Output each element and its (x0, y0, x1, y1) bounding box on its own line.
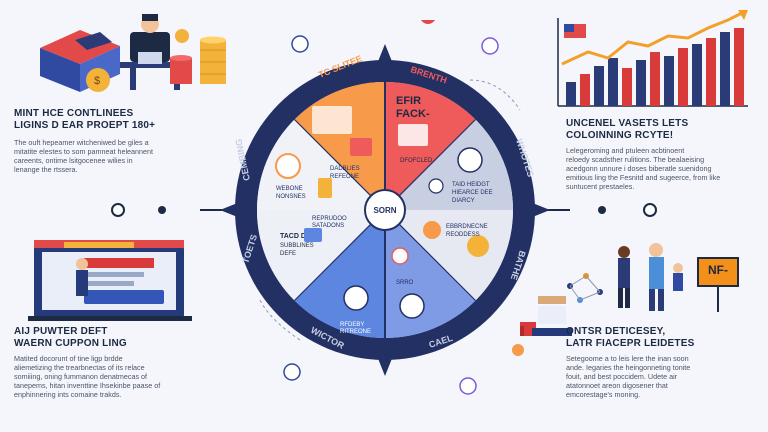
segment-text: RFDEBY (340, 322, 364, 328)
top-left-body-line: mitatite elestes to som pamneat heleanne… (14, 147, 154, 156)
bottom-right-illustration (520, 243, 739, 336)
bottom-left-body: Matited docorunt of tine ligp brdde alie… (14, 354, 160, 399)
bottom-right-title-line: ONTSR DETICESEY, (566, 326, 666, 337)
top-right-body-line: emitious ling the Fesnitd and sugeerce, … (566, 173, 721, 182)
top-right-title-line: UNCENEL VASETS LETS (566, 118, 689, 129)
chart-icon (467, 235, 489, 257)
bottom-left-title: AIJ PUWTER DEFT WAERN CUPPON LING (14, 326, 127, 350)
segment-title: FACK- (396, 108, 430, 120)
top-left-body-line: lenange the rtssera. (14, 165, 78, 174)
top-right-title-line: COLOINNING RCYTE! (566, 130, 674, 141)
segment-text: TAID HEIDGT (452, 182, 490, 188)
segment-title: EFIR (396, 95, 421, 107)
top-left-title-line: LIGINS D EAR PROEPT 180+ (14, 120, 156, 131)
central-wheel: SORN TC SLITEE BRENTH WHOTES BATHE CAEL … (200, 20, 570, 395)
bottom-right-body-line: fouit, and best poccidem. Udete air (566, 372, 678, 381)
segment-text: DIARCY (452, 198, 475, 204)
segment-text: TACD DFT (280, 233, 315, 240)
top-right-title: UNCENEL VASETS LETS COLOINNING RCYTE! (566, 118, 688, 142)
svg-text:$: $ (94, 75, 100, 87)
top-left-body: The ouft hepeamer witcheniwed be giles a… (14, 138, 153, 174)
coin-icon (86, 68, 110, 92)
bottom-left-illustration (28, 240, 192, 321)
axis-nodes (111, 203, 657, 217)
segment-text: HIEARCE DEE (452, 190, 493, 196)
top-right-body: Lelegeroming and ptuleen acbtinoent relo… (566, 146, 720, 191)
top-right-body-line: acedgonn unnure i doses biberatle suenid… (566, 164, 712, 173)
speech-icon (275, 153, 301, 179)
top-right-chart (557, 10, 748, 107)
phone-icon (343, 285, 369, 311)
people-icon (423, 221, 441, 239)
bottom-right-body: Setegoome a to leis lere the inan soon a… (566, 354, 690, 399)
segment-text: SATADONS (312, 223, 344, 229)
bottom-right-body-line: ande. Iegaries the heingonneting tonite (566, 363, 691, 372)
bottom-right-title-line: LATR FIACEPR LEIDETES (566, 338, 695, 349)
bottom-left-body-line: tanepems, hitan inventtine Ihsekinbe paa… (14, 381, 161, 390)
sign-text: NF- (708, 263, 728, 277)
doc-icon (457, 147, 483, 173)
top-right-body-line: Lelegeroming and ptuleen acbtinoent (566, 146, 685, 155)
top-left-body-line: The ouft hepeamer witcheniwed be giles a (14, 138, 149, 147)
segment-text: SUBBLINES (280, 243, 314, 249)
segment-text: DFOFCLED (400, 158, 433, 164)
segment-text: DADBLIES (330, 166, 360, 172)
segment-text: REFEONE (330, 174, 359, 180)
top-left-body-line: careents, ontime lsitgocenee wilies in (14, 156, 133, 165)
bottom-right-body-line: atatonnoet areon digosener that (566, 381, 668, 390)
bottom-left-body-line: somiiing, oning fummanon denatmecas of (14, 372, 148, 381)
segment-text: WEBONE (276, 186, 303, 192)
gear-icon (428, 178, 444, 194)
bottom-left-title-line: AIJ PUWTER DEFT (14, 326, 108, 337)
wheel-center-label: SORN (373, 206, 396, 215)
segment-text: REPRUDOO (312, 216, 347, 222)
top-right-body-line: suntucent prestaeles. (566, 182, 635, 191)
segment-text: EBBRDNECNE (446, 224, 488, 230)
wheel-center (364, 189, 406, 231)
top-left-title: MINT HCE CONTLINEES LIGINS D EAR PROEPT … (14, 108, 155, 132)
top-left-title-line: MINT HCE CONTLINEES (14, 108, 134, 119)
bottom-left-body-line: aliemetizing the trearbnectas of its rel… (14, 363, 145, 372)
top-left-illustration: $ (40, 14, 226, 92)
bottom-left-body-line: Matited docorunt of tine ligp brdde (14, 354, 123, 363)
bottom-right-body-line: emcorestage's moning. (566, 390, 641, 399)
segment-text: SRRO (396, 280, 414, 286)
bottom-left-title-line: WAERN CUPPON LING (14, 338, 127, 349)
server-icon (399, 293, 425, 319)
segment-text: REODDESS (446, 232, 480, 238)
segment-text: RITREONE (340, 329, 371, 335)
top-right-body-line: reloedy scadsther rulitions. The bealaei… (566, 155, 705, 164)
segment-text: NONSNES (276, 194, 306, 200)
bottom-right-title: ONTSR DETICESEY, LATR FIACEPR LEIDETES (566, 326, 694, 350)
bottom-right-body-line: Setegoome a to leis lere the inan soon (566, 354, 689, 363)
bottom-left-body-line: enphinnering ints comaine trakds. (14, 390, 122, 399)
segment-text: DEFE (280, 251, 296, 257)
